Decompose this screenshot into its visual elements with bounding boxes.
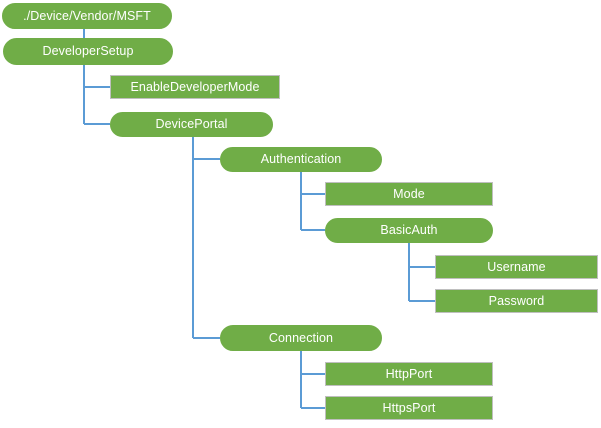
node-username[interactable]: Username <box>435 255 598 279</box>
node-enabledevelopermode-label: EnableDeveloperMode <box>130 79 260 94</box>
node-authentication-label: Authentication <box>260 152 342 167</box>
node-developersetup[interactable]: DeveloperSetup <box>3 38 173 65</box>
node-root[interactable]: ./Device/Vendor/MSFT <box>2 3 172 29</box>
node-deviceportal-label: DevicePortal <box>155 117 228 132</box>
node-username-label: Username <box>487 259 546 274</box>
node-authentication[interactable]: Authentication <box>220 147 382 172</box>
node-developersetup-label: DeveloperSetup <box>42 44 134 59</box>
node-httpsport-label: HttpsPort <box>382 400 436 415</box>
node-mode-label: Mode <box>393 186 425 201</box>
node-httpsport[interactable]: HttpsPort <box>325 396 493 420</box>
node-basicauth-label: BasicAuth <box>380 223 438 238</box>
node-httpport-label: HttpPort <box>385 366 433 381</box>
node-enabledevelopermode[interactable]: EnableDeveloperMode <box>110 75 280 99</box>
node-password[interactable]: Password <box>435 289 598 313</box>
node-root-label: ./Device/Vendor/MSFT <box>23 8 151 23</box>
node-connection[interactable]: Connection <box>220 325 382 351</box>
node-mode[interactable]: Mode <box>325 182 493 206</box>
node-httpport[interactable]: HttpPort <box>325 362 493 386</box>
node-basicauth[interactable]: BasicAuth <box>325 218 493 243</box>
node-password-label: Password <box>488 293 545 308</box>
node-connection-label: Connection <box>268 330 334 345</box>
node-deviceportal[interactable]: DevicePortal <box>110 112 273 137</box>
